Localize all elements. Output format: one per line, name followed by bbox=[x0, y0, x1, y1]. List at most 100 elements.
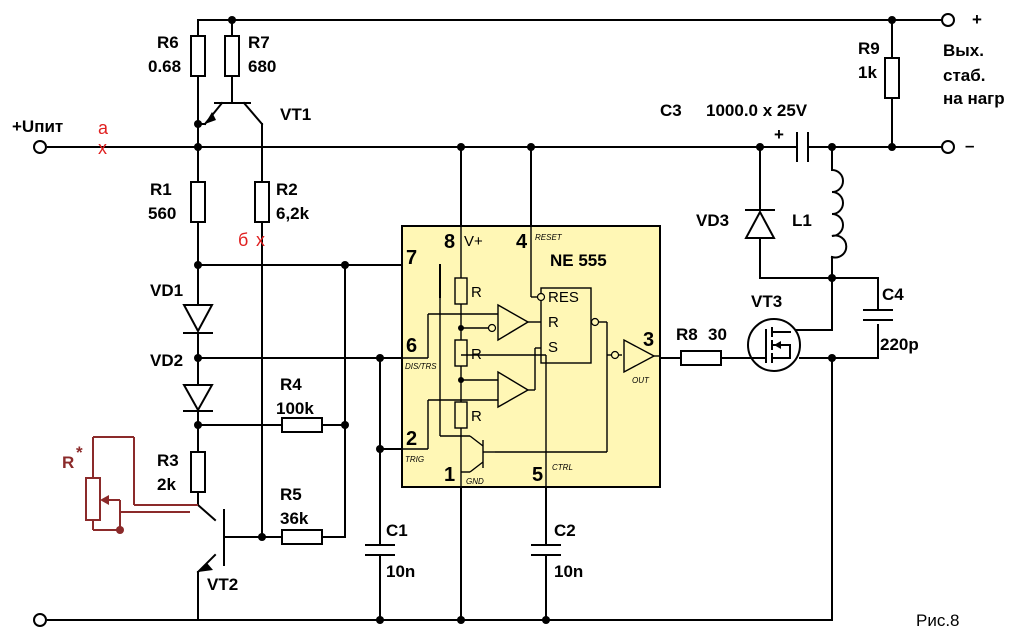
ic-pin-7: 7 bbox=[406, 247, 417, 269]
terminals bbox=[33, 13, 955, 627]
vt3-mosfet bbox=[747, 318, 801, 372]
inductor-l1 bbox=[830, 168, 848, 259]
c3-polarity: + bbox=[774, 125, 784, 144]
r5-value: 36k bbox=[280, 509, 309, 528]
r9-name: R9 bbox=[858, 39, 880, 58]
ic-r-3: R bbox=[471, 408, 482, 425]
input-terminal bbox=[33, 140, 47, 154]
r3-value: 2k bbox=[157, 475, 176, 494]
ic-label-vplus: V+ bbox=[464, 233, 483, 250]
r9-value: 1k bbox=[858, 63, 877, 82]
r8-value: 30 bbox=[708, 325, 727, 344]
marker-a: а bbox=[98, 118, 109, 138]
ic-pin-2: 2 bbox=[406, 428, 417, 450]
r4-body bbox=[281, 417, 323, 433]
r7-name: R7 bbox=[248, 33, 270, 52]
r3-name: R3 bbox=[157, 451, 179, 470]
ic-pin-4: 4 bbox=[516, 231, 528, 253]
r7-value: 680 bbox=[248, 57, 276, 76]
r6-name: R6 bbox=[157, 33, 179, 52]
ff-s: S bbox=[548, 339, 558, 356]
ic-pin-5: 5 bbox=[532, 464, 543, 486]
out-minus-label: – bbox=[965, 136, 974, 155]
r2-value: 6,2k bbox=[276, 204, 310, 223]
r4-name: R4 bbox=[280, 375, 302, 394]
c4-value: 220p bbox=[880, 335, 919, 354]
figure-caption: Рис.8 bbox=[916, 611, 960, 630]
r7-body bbox=[224, 35, 240, 77]
c2-value: 10n bbox=[554, 562, 583, 581]
r2-body bbox=[254, 181, 270, 223]
r6-value: 0.68 bbox=[148, 57, 181, 76]
ic-r-2: R bbox=[471, 346, 482, 363]
ic-label-gnd: GND bbox=[466, 477, 484, 486]
resistor-bodies bbox=[190, 35, 900, 545]
ground-terminal bbox=[33, 613, 47, 627]
vt3-name: VT3 bbox=[751, 292, 782, 311]
vd1-name: VD1 bbox=[150, 281, 183, 300]
c2-name: C2 bbox=[554, 521, 576, 540]
junction-dots bbox=[194, 16, 896, 624]
ic-pin-8: 8 bbox=[444, 231, 455, 253]
out-plus-label: + bbox=[972, 10, 982, 29]
rstar-sup: * bbox=[76, 443, 83, 462]
labels: +Uпит а x б x + – Вых. стаб. на нагр R6 … bbox=[12, 10, 1005, 630]
ic-label-trig: TRIG bbox=[405, 455, 424, 464]
r1-name: R1 bbox=[150, 180, 172, 199]
marker-b-x: x bbox=[256, 230, 265, 250]
r2-name: R2 bbox=[276, 180, 298, 199]
c4-name: C4 bbox=[882, 285, 904, 304]
vd2-symbol bbox=[182, 384, 214, 413]
r5-body bbox=[281, 529, 323, 545]
capacitors bbox=[365, 132, 893, 556]
ne555-chip bbox=[401, 225, 661, 488]
r8-name: R8 bbox=[676, 325, 698, 344]
wires bbox=[47, 19, 943, 621]
ic-label-ctrl: CTRL bbox=[552, 463, 573, 472]
r1-body bbox=[190, 181, 206, 223]
diodes bbox=[182, 209, 776, 413]
output-label-3: на нагр bbox=[943, 89, 1005, 108]
marker-a-x: x bbox=[98, 138, 107, 158]
c3-name: C3 bbox=[660, 101, 682, 120]
ff-res: RES bbox=[548, 289, 579, 306]
r-star-trimmer bbox=[85, 436, 198, 534]
ic-label-out: OUT bbox=[632, 376, 650, 385]
ic-title: NE 555 bbox=[550, 251, 607, 270]
ic-pin-1: 1 bbox=[444, 464, 455, 486]
r8-body bbox=[680, 350, 722, 366]
c1-name: C1 bbox=[386, 521, 408, 540]
marker-b: б bbox=[238, 230, 248, 250]
c3-value: 1000.0 x 25V bbox=[706, 101, 808, 120]
output-plus-terminal bbox=[941, 13, 955, 27]
flip-flop bbox=[540, 287, 592, 364]
output-buffer bbox=[623, 338, 656, 374]
r9-body bbox=[884, 57, 900, 99]
vt1-emitter-arrow bbox=[205, 112, 216, 124]
vd3-name: VD3 bbox=[696, 211, 729, 230]
ic-pin-6: 6 bbox=[406, 335, 417, 357]
ic-r-1: R bbox=[471, 284, 482, 301]
l1-name: L1 bbox=[792, 211, 812, 230]
r1-value: 560 bbox=[148, 204, 176, 223]
transistor-details bbox=[198, 112, 216, 572]
comparator-upper bbox=[497, 303, 530, 342]
ic-label-dis: DIS/TRS bbox=[405, 362, 437, 371]
ic-label-reset: RESET bbox=[535, 233, 563, 242]
vd1-symbol bbox=[182, 304, 214, 334]
r5-name: R5 bbox=[280, 485, 302, 504]
vd2-name: VD2 bbox=[150, 351, 183, 370]
vt1-name: VT1 bbox=[280, 105, 311, 124]
output-label-1: Вых. bbox=[943, 41, 984, 60]
rstar-name: R bbox=[62, 453, 74, 472]
r4-value: 100k bbox=[276, 399, 314, 418]
output-minus-terminal bbox=[941, 140, 955, 154]
c1-value: 10n bbox=[386, 562, 415, 581]
r6-body bbox=[190, 35, 206, 77]
input-label: +Uпит bbox=[12, 117, 63, 136]
vt2-emitter-arrow bbox=[198, 563, 213, 572]
output-label-2: стаб. bbox=[943, 66, 985, 85]
ic-pin-3: 3 bbox=[643, 329, 654, 351]
vd3-symbol bbox=[744, 209, 776, 239]
